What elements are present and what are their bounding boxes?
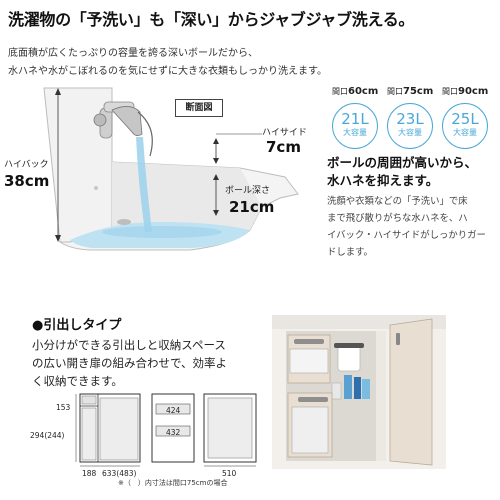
bucket [337, 344, 361, 372]
capacity-90: 間口90cm 25L 大容量 [442, 86, 494, 149]
frontage-label: 間口75cm [387, 86, 434, 97]
feature-body-line: まで飛び散りがちな水ハネを、ハ [327, 213, 468, 224]
open-door [389, 318, 433, 466]
capacity-75: 間口75cm 23L 大容量 [387, 86, 439, 149]
capacity-60: 間口60cm 21L 大容量 [332, 86, 384, 149]
dim-depth: 510 [222, 469, 237, 478]
feature-body-line: ドします。 [327, 247, 373, 258]
dim-width-right: 633(483) [102, 469, 137, 478]
drawer-desc-line: く収納できます。 [32, 374, 123, 388]
inner-view [151, 393, 195, 463]
cabinet-dimension-drawing [75, 393, 257, 467]
bowl-depth-value: 21cm [229, 198, 275, 216]
water-stream [136, 137, 152, 232]
dim-width-left: 188 [82, 469, 97, 478]
intro-line-2: 水ハネや水がこぼれるのを気にせずに大きな衣類もしっかり洗えます。 [8, 66, 327, 77]
feature-point-line-1: ボールの周囲が高いから、 [327, 155, 478, 170]
frontage-label: 間口60cm [332, 86, 379, 97]
capacity-circle: 21L 大容量 [332, 103, 378, 149]
headline: 洗濯物の「予洗い」も「深い」からジャブジャブ洗える。 [8, 10, 415, 29]
cabinet-photo [272, 315, 446, 469]
high-back-label: ハイバック [4, 160, 49, 170]
high-back-value: 38cm [4, 172, 50, 190]
bowl-depth-label: ボール深さ [225, 186, 271, 196]
faucet [93, 101, 153, 157]
dim-inner-upper: 424 [166, 406, 181, 415]
intro-line-1: 底面積が広くたっぷりの容量を誇る深いボールだから、 [8, 48, 258, 59]
feature-body-line: イバック・ハイサイドがしっかりガー [327, 230, 486, 241]
dimension-note: ※（ ）内寸法は間口75cmの場合 [118, 479, 228, 487]
section-view-tag: 断面図 [175, 99, 223, 117]
dim-lower-drawer: 294(244) [30, 431, 65, 440]
drain [117, 219, 131, 225]
frontage-label: 間口90cm [442, 86, 489, 97]
drawer-desc-line: 小分けができる引出しと収納スペース [32, 338, 226, 352]
basin-cross-section [43, 87, 299, 251]
capacity-circle: 25L 大容量 [442, 103, 488, 149]
dim-inner-lower: 432 [166, 428, 181, 437]
capacity-circle: 23L 大容量 [387, 103, 433, 149]
drawer-type-title: ●引出しタイプ [32, 318, 122, 333]
depth-view [203, 393, 257, 467]
feature-body-line: 洗顔や衣類などの「予洗い」で床 [327, 196, 468, 207]
high-side-value: 7cm [266, 138, 301, 156]
feature-point-line-2: 水ハネを抑えます。 [327, 173, 439, 188]
dim-upper-drawer: 153 [56, 403, 71, 412]
high-side-label: ハイサイド [262, 128, 307, 138]
front-view [75, 393, 141, 467]
drawer-desc-line: の広い開き扉の組み合わせで、効率よ [32, 356, 228, 370]
water-ripple [102, 226, 222, 238]
